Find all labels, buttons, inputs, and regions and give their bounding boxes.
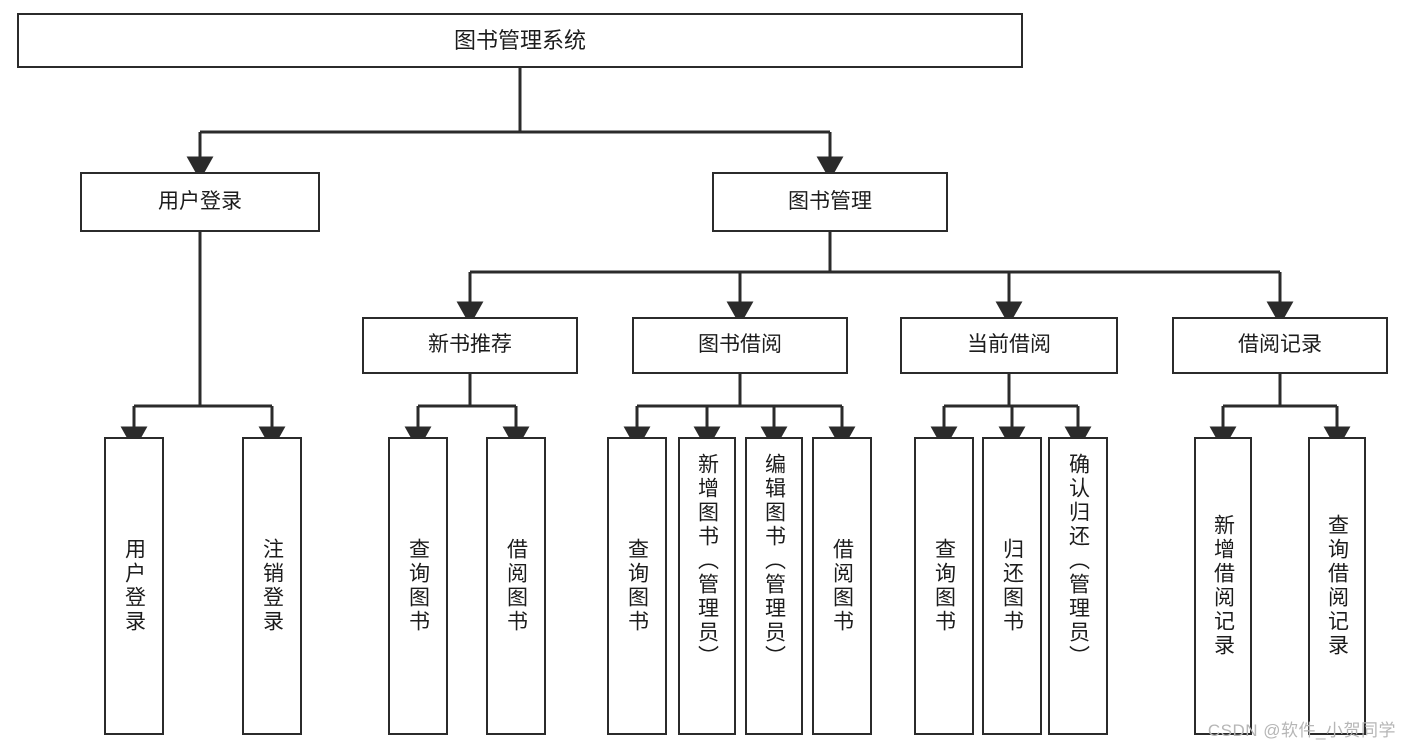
leaf-node-user-logout[interactable]: 注销登录 — [242, 437, 302, 735]
node-label: 归还图书 — [1000, 538, 1024, 634]
node-label: 借阅记录 — [1238, 333, 1322, 357]
node-label: 借阅图书 — [830, 538, 854, 634]
node-label: 当前借阅 — [967, 333, 1051, 357]
leaf-node-query-borrow-record[interactable]: 查询借阅记录 — [1308, 437, 1366, 735]
node-label: 新增图书（管理员） — [695, 453, 719, 669]
node-borrow-record[interactable]: 借阅记录 — [1172, 317, 1388, 374]
borrow-record-to-leaves-edges — [1209, 374, 1351, 451]
leaf-node-edit-book-admin[interactable]: 编辑图书（管理员） — [745, 437, 803, 735]
node-book-management[interactable]: 图书管理 — [712, 172, 948, 232]
node-label: 确认归还（管理员） — [1066, 453, 1090, 669]
node-label: 用户登录 — [158, 189, 242, 213]
leaf-node-query-book-recommend[interactable]: 查询图书 — [388, 437, 448, 735]
root-to-level2-edges — [186, 68, 844, 181]
node-label: 新增借阅记录 — [1211, 514, 1235, 658]
new-book-recommend-to-leaves-edges — [404, 374, 530, 451]
leaf-node-confirm-return-admin[interactable]: 确认归还（管理员） — [1048, 437, 1108, 735]
user-login-to-leaves-edges — [120, 232, 286, 451]
node-root-system[interactable]: 图书管理系统 — [17, 13, 1023, 68]
node-current-borrow[interactable]: 当前借阅 — [900, 317, 1118, 374]
book-manage-to-level3-edges — [456, 232, 1294, 326]
node-label: 图书管理系统 — [453, 27, 586, 53]
leaf-node-return-book[interactable]: 归还图书 — [982, 437, 1042, 735]
node-label: 编辑图书（管理员） — [762, 453, 786, 669]
leaf-node-borrow-book[interactable]: 借阅图书 — [812, 437, 872, 735]
node-label: 图书管理 — [788, 189, 872, 213]
node-label: 查询图书 — [625, 538, 649, 634]
node-label: 用户登录 — [122, 538, 146, 634]
node-label: 查询图书 — [932, 538, 956, 634]
current-borrow-to-leaves-edges — [930, 374, 1092, 451]
node-label: 查询借阅记录 — [1325, 514, 1349, 658]
leaf-node-add-borrow-record[interactable]: 新增借阅记录 — [1194, 437, 1252, 735]
book-borrow-to-leaves-edges — [623, 374, 856, 451]
leaf-node-query-book-current[interactable]: 查询图书 — [914, 437, 974, 735]
leaf-node-borrow-book-recommend[interactable]: 借阅图书 — [486, 437, 546, 735]
node-label: 借阅图书 — [504, 538, 528, 634]
leaf-node-query-book-borrow[interactable]: 查询图书 — [607, 437, 667, 735]
leaf-node-add-book-admin[interactable]: 新增图书（管理员） — [678, 437, 736, 735]
node-label: 查询图书 — [406, 538, 430, 634]
leaf-node-user-login[interactable]: 用户登录 — [104, 437, 164, 735]
node-new-book-recommend[interactable]: 新书推荐 — [362, 317, 578, 374]
node-book-borrow[interactable]: 图书借阅 — [632, 317, 848, 374]
node-label: 注销登录 — [260, 538, 284, 634]
watermark-text: CSDN @软件_小贺同学 — [1207, 721, 1396, 740]
node-label: 新书推荐 — [428, 333, 512, 357]
node-user-login[interactable]: 用户登录 — [80, 172, 320, 232]
node-label: 图书借阅 — [698, 333, 782, 357]
